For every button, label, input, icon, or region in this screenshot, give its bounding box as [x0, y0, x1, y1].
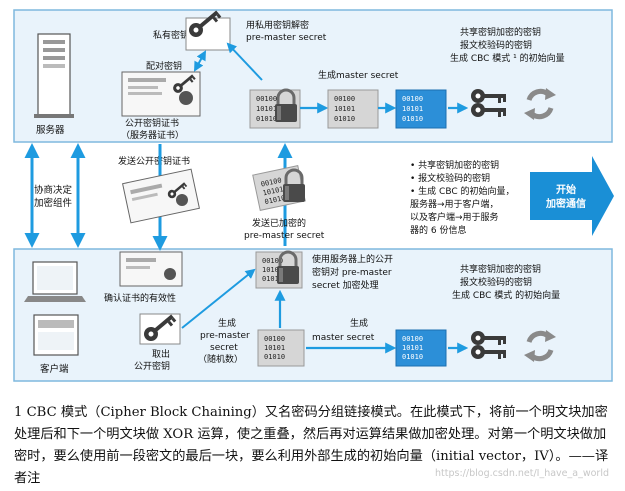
generate-ms-label: 生成master secret — [318, 69, 399, 81]
svg-text:00100: 00100 — [264, 335, 285, 343]
server-encrypted-pms-block: 00100 10101 01010 — [249, 88, 301, 129]
sent-certificate-icon — [122, 168, 200, 224]
server-info-line3: 生成 CBC 模式 ¹ 的初始向量 — [450, 52, 565, 64]
svg-text:00100: 00100 — [334, 95, 355, 103]
svg-text:10101: 10101 — [402, 344, 423, 352]
send-cert-label: 发送公开密钥证书 — [118, 155, 190, 167]
svg-text:01010: 01010 — [334, 115, 355, 123]
encrypt-label-2: 密钥对 pre-master — [312, 266, 392, 278]
private-key-decrypt-arrow — [226, 42, 263, 81]
client-public-key-icon — [139, 310, 181, 345]
svg-text:01010: 01010 — [402, 115, 423, 123]
gen-pms-label-1: 生成 — [218, 317, 236, 329]
gen-ms-label-1: 生成 — [350, 317, 368, 329]
server-label: 服务器 — [36, 124, 65, 136]
svg-text:10101: 10101 — [264, 344, 285, 352]
svg-text:加密通信: 加密通信 — [545, 197, 586, 210]
server-master-secret-block: 00100 10101 01010 — [395, 89, 447, 129]
server-certificate-icon — [121, 71, 201, 117]
client-panel — [13, 248, 613, 382]
take-key-label-2: 公开密钥 — [134, 360, 170, 372]
gen-pms-label-3: secret — [210, 343, 238, 353]
svg-text:01010: 01010 — [264, 353, 285, 361]
negotiate-label-2: 加密组件 — [34, 197, 73, 209]
negotiate-label-1: 协商决定 — [34, 184, 73, 196]
bullet-3: • 生成 CBC 的初始向量， — [410, 185, 514, 197]
cbc-footnote: 1 CBC 模式（Cipher Block Chaining）又名密码分组链接模… — [14, 405, 609, 486]
client-certificate-icon — [119, 251, 183, 287]
svg-text:00100: 00100 — [402, 95, 423, 103]
svg-text:01010: 01010 — [256, 115, 277, 123]
pair-key-label: 配对密钥 — [146, 60, 182, 72]
bullet-2: • 报文校验码的密钥 — [410, 172, 490, 184]
svg-text:10101: 10101 — [334, 105, 355, 113]
bullet-1: • 共享密钥加密的密钥 — [410, 159, 499, 171]
public-cert-label-2: （服务器证书） — [121, 129, 184, 141]
take-key-label-1: 取出 — [152, 348, 170, 360]
client-encrypted-pms-block: 00100 10101 01010 — [255, 250, 303, 289]
svg-text:10101: 10101 — [262, 266, 283, 274]
pair-key-arrow — [194, 50, 206, 72]
client-desktop-icon — [33, 314, 79, 356]
bullet-6: 器的 6 份信息 — [410, 224, 466, 236]
public-key-encrypt-arrow — [181, 268, 256, 329]
watermark: https://blog.csdn.net/I_have_a_world — [435, 468, 609, 479]
svg-text:10101: 10101 — [256, 105, 277, 113]
encrypt-label-3: secret 加密处理 — [312, 279, 379, 291]
client-info-line2: 报文校验码的密钥 — [460, 276, 532, 288]
gen-ms-label-2: master secret — [312, 333, 375, 343]
private-key-label: 私有密钥 — [153, 29, 189, 41]
encrypt-label-1: 使用服务器上的公开 — [312, 253, 393, 265]
svg-text:开始: 开始 — [556, 183, 576, 196]
decrypt-label-2: pre-master secret — [246, 33, 327, 43]
client-label: 客户端 — [40, 363, 69, 375]
decrypt-label-1: 用私用密钥解密 — [246, 19, 309, 31]
verify-cert-label: 确认证书的有效性 — [104, 292, 176, 304]
svg-text:00100: 00100 — [256, 95, 277, 103]
send-pms-label-1: 发送已加密的 — [252, 217, 306, 229]
public-cert-label-1: 公开密钥证书 — [125, 117, 179, 129]
server-info-line2: 报文校验码的密钥 — [460, 39, 532, 51]
svg-text:01010: 01010 — [402, 353, 423, 361]
server-info-line1: 共享密钥加密的密钥 — [460, 26, 541, 38]
server-panel — [13, 9, 613, 143]
svg-text:00100: 00100 — [262, 257, 283, 265]
bullet-5: 以及客户端→用于服务 — [410, 211, 499, 223]
client-master-secret-block: 00100 10101 01010 — [395, 329, 447, 367]
server-icon — [34, 33, 74, 118]
client-info-line3: 生成 CBC 模式 的初始向量 — [452, 289, 560, 301]
bullet-4: 服务器→用于客户端， — [410, 198, 499, 210]
svg-text:00100: 00100 — [402, 335, 423, 343]
client-info-line1: 共享密钥加密的密钥 — [460, 263, 541, 275]
svg-text:01010: 01010 — [262, 275, 283, 283]
client-laptop-icon — [24, 261, 86, 302]
tls-handshake-diagram: 服务器 私有密钥 用私用密钥解密 pre-master secret 配对密钥 … — [13, 6, 614, 382]
start-encrypted-communication-arrow: 开始 加密通信 — [530, 156, 614, 236]
gen-pms-label-2: pre-master — [200, 331, 250, 341]
gen-pms-label-4: （随机数） — [198, 353, 243, 365]
client-pms-block: 00100 10101 01010 — [257, 329, 305, 367]
server-pms-block: 00100 10101 01010 — [327, 89, 379, 129]
sent-encrypted-pms-block: 00100 10101 01010 — [252, 165, 307, 211]
private-key-icon — [185, 6, 231, 51]
svg-text:10101: 10101 — [402, 105, 423, 113]
send-pms-label-2: pre-master secret — [244, 231, 325, 241]
